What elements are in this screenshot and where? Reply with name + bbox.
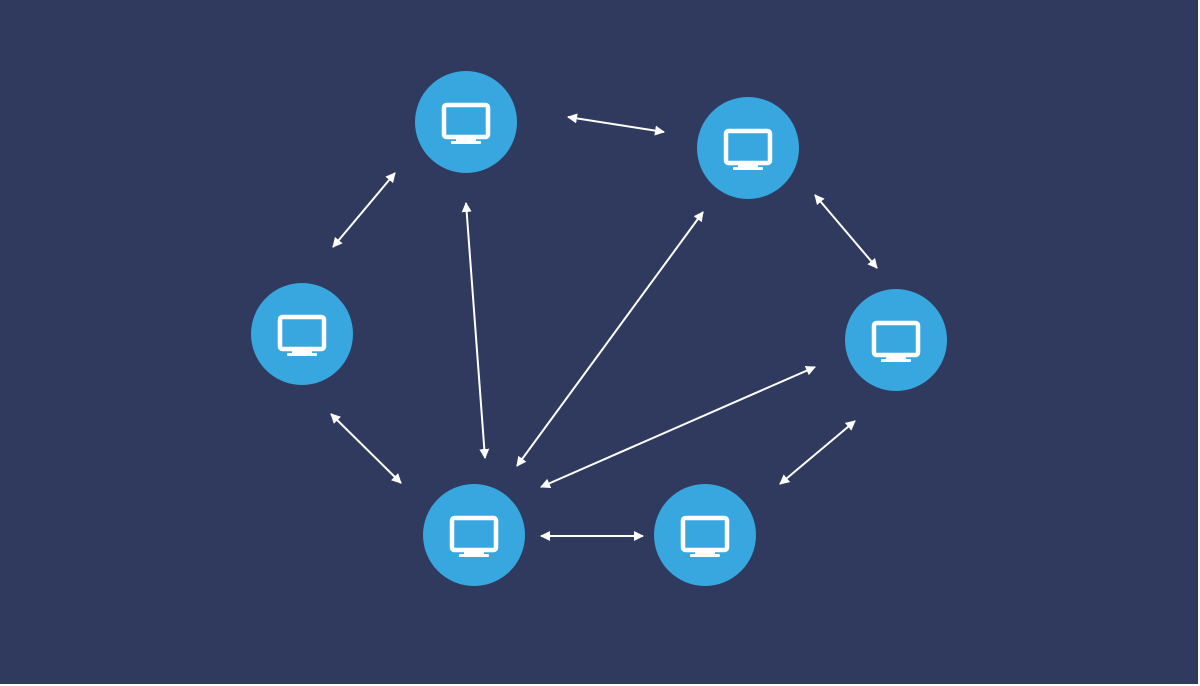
monitor-icon	[441, 102, 491, 144]
monitor-icon	[871, 320, 921, 362]
arrow-computer-1-computer-3	[332, 172, 396, 248]
monitor-icon	[277, 314, 327, 356]
node-circle	[423, 484, 525, 586]
node-circle	[415, 71, 517, 173]
node-circle	[697, 97, 799, 199]
monitor-icon	[723, 128, 773, 170]
node-circle	[251, 283, 353, 385]
node-circle	[845, 289, 947, 391]
arrow-computer-2-computer-4	[814, 194, 878, 269]
monitor-icon	[449, 515, 499, 557]
arrow-computer-4-computer-5	[540, 366, 816, 488]
arrow-computer-4-computer-6	[779, 420, 856, 485]
computer-2-node	[697, 97, 799, 199]
arrow-computer-3-computer-5	[330, 413, 402, 484]
computer-6-node	[654, 484, 756, 586]
computer-5-node	[423, 484, 525, 586]
computer-3-node	[251, 283, 353, 385]
computer-1-node	[415, 71, 517, 173]
computer-4-node	[845, 289, 947, 391]
arrow-computer-1-computer-2	[567, 113, 665, 136]
monitor-icon	[680, 515, 730, 557]
node-circle	[654, 484, 756, 586]
arrow-computer-1-computer-5	[461, 202, 490, 459]
